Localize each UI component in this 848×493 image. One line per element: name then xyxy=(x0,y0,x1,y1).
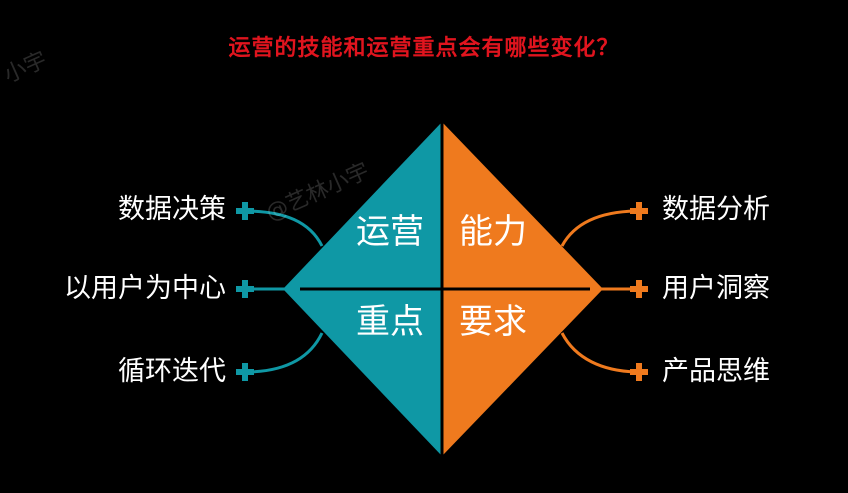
left-item-iteration: 循环迭代 xyxy=(118,356,226,387)
right-item-data-analysis: 数据分析 xyxy=(662,194,770,225)
quadrant-label-top-left: 运营 xyxy=(356,212,424,252)
connector-left-bottom xyxy=(244,332,324,374)
plus-icon-left-middle xyxy=(236,280,254,298)
quadrant-label-top-right: 能力 xyxy=(459,212,527,252)
left-item-data-decision: 数据决策 xyxy=(118,194,226,225)
plus-icon-right-bottom xyxy=(630,363,648,381)
connector-right-bottom xyxy=(560,332,641,374)
plus-icon-right-top xyxy=(630,202,648,220)
left-item-user-centric: 以用户为中心 xyxy=(64,273,226,304)
page-title: 运营的技能和运营重点会有哪些变化？ xyxy=(228,36,620,61)
plus-icon-right-middle xyxy=(630,280,648,298)
right-item-product-thinking: 产品思维 xyxy=(662,356,770,387)
quadrant-label-bottom-left: 重点 xyxy=(356,302,424,342)
connector-left-top xyxy=(244,209,324,247)
quadrant-label-bottom-right: 要求 xyxy=(459,302,527,342)
connector-right-top xyxy=(560,209,641,247)
right-item-user-insight: 用户洞察 xyxy=(662,273,770,304)
plus-icon-left-bottom xyxy=(236,363,254,381)
plus-icon-left-top xyxy=(236,202,254,220)
